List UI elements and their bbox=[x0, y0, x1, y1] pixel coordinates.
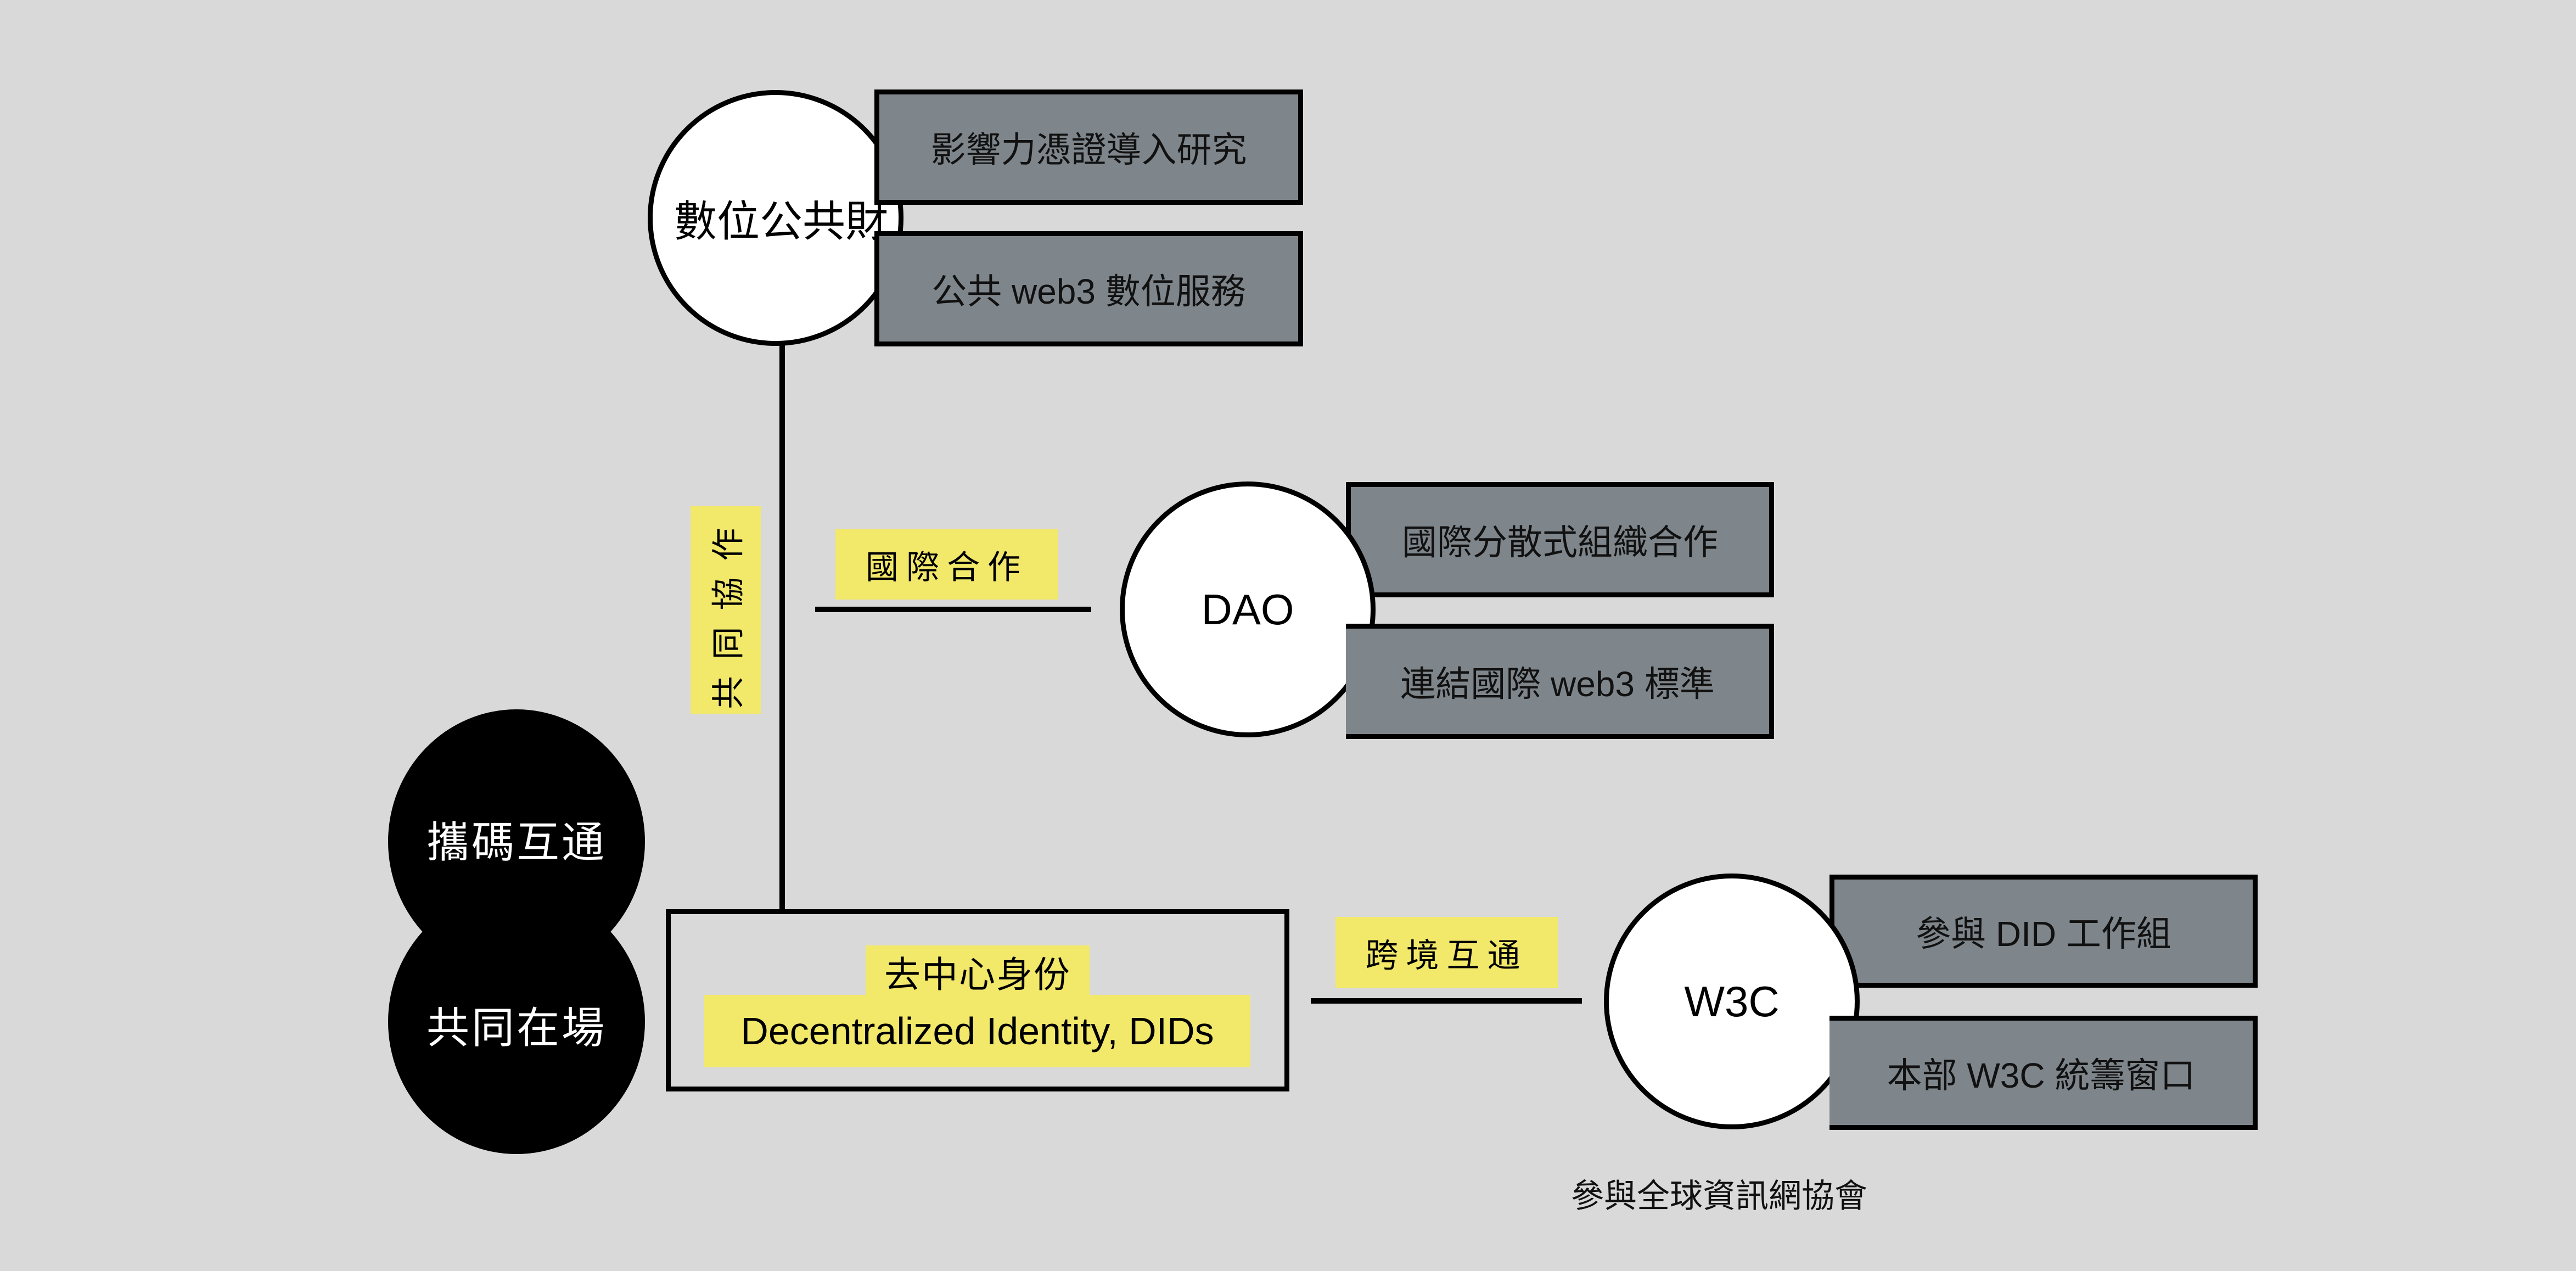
edge-label-cross-border-text: 跨境互通 bbox=[1365, 937, 1528, 974]
pillar-top bbox=[388, 709, 645, 974]
edge-label-international: 國際合作 bbox=[835, 529, 1058, 600]
did-subtitle: Decentralized Identity, DIDs bbox=[704, 995, 1250, 1067]
item-intl-web3-standards[interactable]: 連結國際 web3 標準 bbox=[1346, 624, 1774, 739]
connector-w3c bbox=[1311, 998, 1582, 1004]
item-label: 影響力憑證導入研究 bbox=[930, 130, 1247, 170]
edge-label-cross-border: 跨境互通 bbox=[1335, 917, 1558, 988]
item-public-web3-services[interactable]: 公共 web3 數位服務 bbox=[874, 231, 1303, 346]
item-label: 連結國際 web3 標準 bbox=[1400, 664, 1715, 704]
edge-label-collaboration: 共同協作 bbox=[691, 506, 761, 714]
did-title: 去中心身份 bbox=[866, 945, 1090, 998]
pillar-label-interop: 攜碼互通 bbox=[426, 818, 607, 866]
did-title-text: 去中心身份 bbox=[884, 954, 1071, 995]
edge-label-collaboration-text: 共同協作 bbox=[710, 511, 747, 709]
edge-label-international-text: 國際合作 bbox=[866, 548, 1028, 586]
item-intl-dao-cooperation[interactable]: 國際分散式組織合作 bbox=[1346, 482, 1774, 597]
did-subtitle-text: Decentralized Identity, DIDs bbox=[740, 1010, 1214, 1052]
node-w3c[interactable]: W3C bbox=[1604, 874, 1860, 1129]
item-impact-credential-research[interactable]: 影響力憑證導入研究 bbox=[874, 89, 1303, 205]
item-label: 國際分散式組織合作 bbox=[1402, 523, 1718, 562]
item-label: 本部 W3C 統籌窗口 bbox=[1887, 1056, 2196, 1095]
node-w3c-label: W3C bbox=[1684, 977, 1780, 1026]
node-digital-public-goods-label: 數位公共財 bbox=[674, 197, 888, 245]
item-w3c-coordination[interactable]: 本部 W3C 統籌窗口 bbox=[1829, 1016, 2258, 1130]
item-label: 公共 web3 數位服務 bbox=[931, 272, 1246, 311]
did-container[interactable] bbox=[666, 909, 1289, 1091]
item-label: 參與 DID 工作組 bbox=[1916, 914, 2171, 954]
w3c-caption: 參與全球資訊網協會 bbox=[1571, 1178, 1867, 1214]
connector-vertical-main bbox=[779, 340, 785, 912]
connector-dao bbox=[815, 607, 1091, 612]
node-digital-public-goods[interactable]: 數位公共財 bbox=[648, 90, 903, 346]
pillar-label-copresence: 共同在場 bbox=[426, 1004, 607, 1052]
node-dao[interactable]: DAO bbox=[1120, 481, 1376, 737]
node-dao-label: DAO bbox=[1201, 585, 1294, 634]
item-did-working-group[interactable]: 參與 DID 工作組 bbox=[1829, 875, 2258, 988]
